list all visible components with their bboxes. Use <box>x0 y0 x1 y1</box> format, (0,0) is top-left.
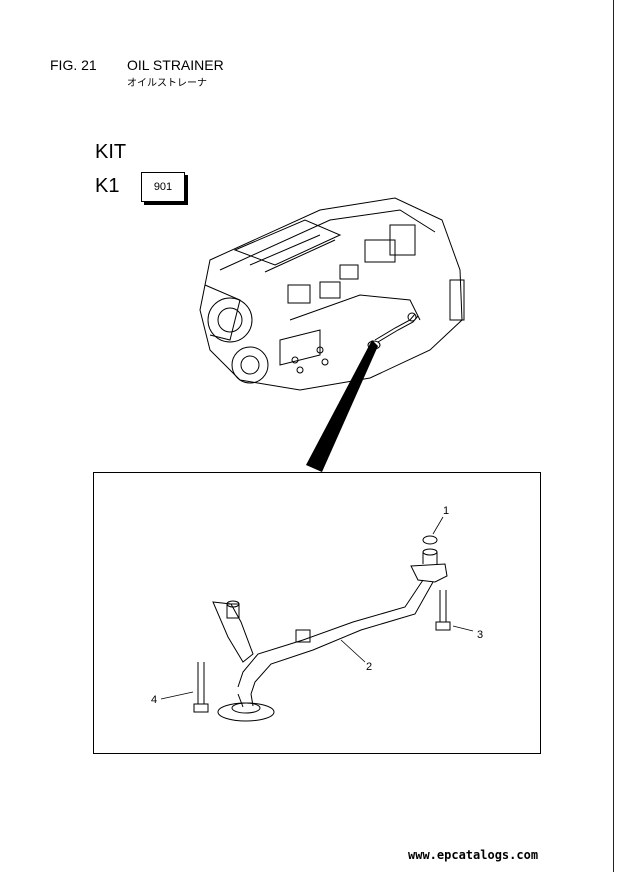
kit-label: K1 <box>95 175 120 197</box>
callout-2: 2 <box>366 661 372 673</box>
o-ring-part <box>422 535 438 545</box>
callout-pointer <box>306 340 378 472</box>
callout-3: 3 <box>477 629 483 641</box>
page-edge-line <box>613 0 614 872</box>
figure-title: OIL STRAINER <box>127 57 224 73</box>
kit-code-box: 901 <box>141 172 185 202</box>
figure-number: FIG. 21 <box>50 57 97 73</box>
footer-url[interactable]: www.epcatalogs.com <box>408 848 539 862</box>
kit-heading: KIT <box>95 141 127 163</box>
engine-illustration <box>199 197 465 391</box>
callout-4: 4 <box>151 694 157 706</box>
detail-panel: 1 2 3 4 <box>93 472 541 754</box>
figure-subtitle: オイルストレーナ <box>127 78 207 89</box>
callout-1: 1 <box>443 505 449 517</box>
